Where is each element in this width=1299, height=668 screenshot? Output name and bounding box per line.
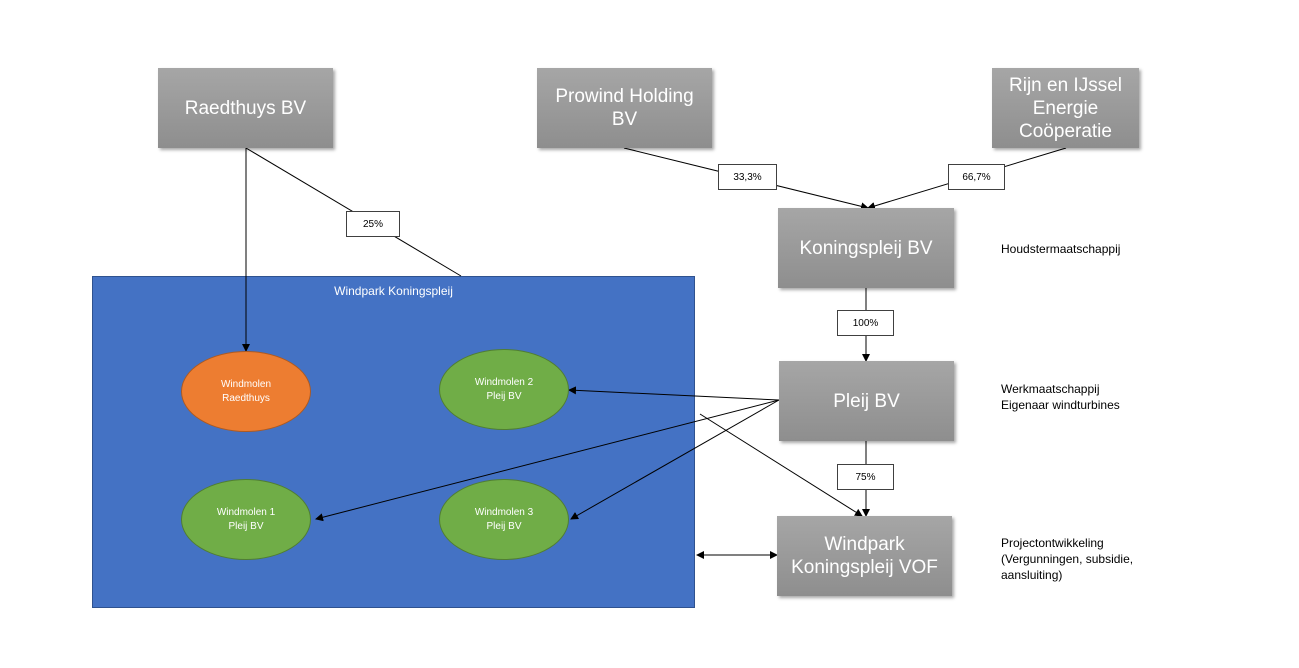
entity-pleij-bv: Pleij BV bbox=[779, 361, 954, 441]
turbine-1-pleij: Windmolen 1 Pleij BV bbox=[181, 479, 311, 560]
line-pleij-turbine3 bbox=[570, 399, 780, 520]
entity-rijn-ijssel-energie: Rijn en IJssel Energie Coöperatie bbox=[992, 68, 1139, 148]
entity-koningspleij-bv: Koningspleij BV bbox=[778, 208, 954, 288]
note-projectontwikkeling: Projectontwikkeling (Vergunningen, subsi… bbox=[1001, 536, 1134, 582]
entity-prowind-holding-bv: Prowind Holding BV bbox=[537, 68, 712, 148]
pct-label-pleij-vof: 75% bbox=[837, 464, 894, 490]
pct-label-prowind: 33,3% bbox=[718, 164, 777, 190]
turbine-2-pleij: Windmolen 2 Pleij BV bbox=[439, 349, 569, 430]
entity-raedthuys-bv: Raedthuys BV bbox=[158, 68, 333, 148]
note-werkmaatschappij: Werkmaatschappij Eigenaar windturbines bbox=[1001, 382, 1120, 412]
note-houdstermaatschappij: Houdstermaatschappij bbox=[1001, 242, 1121, 256]
pct-label-koningspleij-pleij: 100% bbox=[837, 310, 894, 336]
pct-label-rijn: 66,7% bbox=[948, 164, 1005, 190]
windpark-title: Windpark Koningspleij bbox=[334, 284, 453, 298]
turbine-raedthuys: Windmolen Raedthuys bbox=[181, 351, 311, 432]
line-turbine2-vof bbox=[699, 413, 863, 517]
line-pleij-turbine2 bbox=[568, 386, 780, 401]
turbine-3-pleij: Windmolen 3 Pleij BV bbox=[439, 479, 569, 560]
line-pleij-turbine1 bbox=[315, 399, 780, 522]
entity-windpark-koningspleij-vof: Windpark Koningspleij VOF bbox=[777, 516, 952, 596]
pct-label-raedthuys: 25% bbox=[346, 211, 400, 237]
windpark-area bbox=[92, 276, 695, 608]
